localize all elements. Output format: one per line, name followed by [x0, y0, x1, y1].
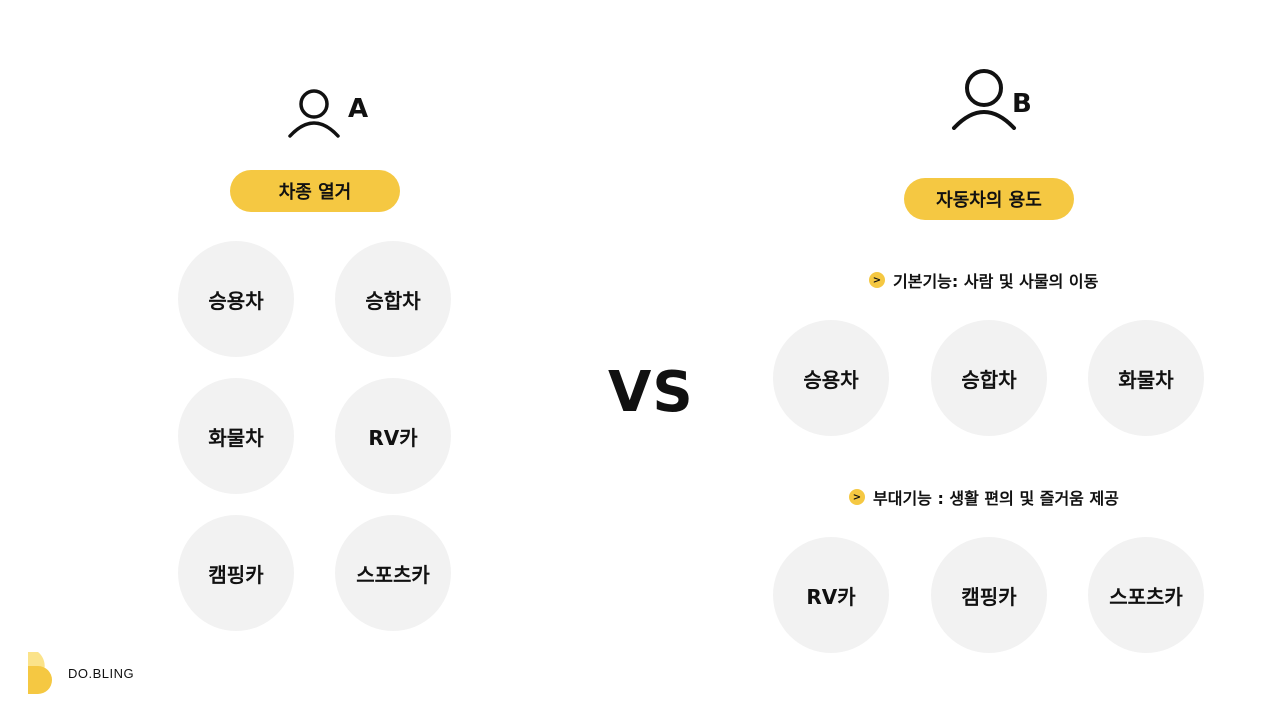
left-item-camping: 캠핑카	[178, 515, 294, 631]
right-basic-item-truck: 화물차	[1088, 320, 1204, 436]
extra-function-label: > 부대기능 : 생활 편의 및 즐거움 제공	[849, 485, 1119, 509]
basic-function-label: > 기본기능: 사람 및 사물의 이동	[869, 268, 1098, 292]
left-item-sedan: 승용차	[178, 241, 294, 357]
left-item-truck: 화물차	[178, 378, 294, 494]
user-a-label: A	[348, 94, 369, 124]
user-b-icon	[951, 68, 1017, 130]
basic-function-text: 기본기능: 사람 및 사물의 이동	[893, 272, 1099, 291]
vs-label: VS	[608, 360, 694, 425]
right-extra-item-rv: RV카	[773, 537, 889, 653]
right-basic-item-sedan: 승용차	[773, 320, 889, 436]
extra-function-text: 부대기능 : 생활 편의 및 즐거움 제공	[873, 489, 1119, 508]
right-extra-item-camping: 캠핑카	[931, 537, 1047, 653]
right-extra-item-sports: 스포츠카	[1088, 537, 1204, 653]
right-category-pill: 자동차의 용도	[904, 178, 1074, 220]
chevron-right-icon: >	[849, 489, 865, 505]
left-item-sports: 스포츠카	[335, 515, 451, 631]
logo-text: DO.BLING	[68, 666, 135, 681]
right-basic-item-van: 승합차	[931, 320, 1047, 436]
left-item-rv: RV카	[335, 378, 451, 494]
left-category-pill: 차종 열거	[230, 170, 400, 212]
dobling-logo-icon	[28, 652, 56, 698]
chevron-right-icon: >	[869, 272, 885, 288]
user-a-icon	[287, 88, 341, 138]
left-item-van: 승합차	[335, 241, 451, 357]
user-b-label: B	[1012, 89, 1032, 119]
